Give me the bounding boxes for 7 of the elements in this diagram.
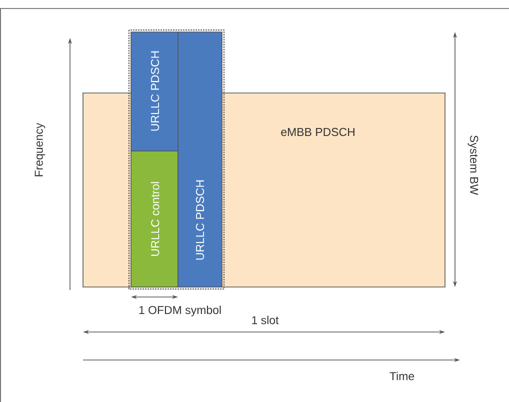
axis-label: 1 OFDM symbol [139,306,221,316]
axis-label: Time [390,372,414,380]
channel-block: URLLC control [130,150,178,288]
axis-label: System BW [468,135,478,195]
axis-label: 1 slot [252,316,279,324]
channel-block: URLLC PDSCH [130,32,178,152]
axis-label: Frequency [34,122,46,176]
